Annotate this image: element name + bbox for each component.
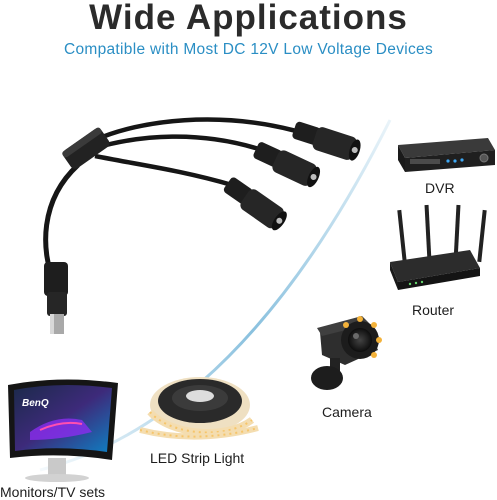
security-camera-icon [311,316,382,390]
label-router: Router [412,302,455,318]
label-dvr: DVR [425,180,455,196]
router-icon [390,204,487,290]
dvr-icon [398,138,495,172]
led-strip-reel-icon [139,377,259,440]
label-camera: Camera [322,404,372,420]
page-title: Wide Applications [89,0,408,37]
label-monitor: Monitors/TV sets [0,484,106,500]
label-led-strip: LED Strip Light [150,450,245,466]
dc-splitter-cable-icon [43,117,361,334]
curved-monitor-icon [8,379,118,482]
monitor-brand-logo: BenQ [22,398,49,409]
page-subtitle: Compatible with Most DC 12V Low Voltage … [63,41,434,58]
